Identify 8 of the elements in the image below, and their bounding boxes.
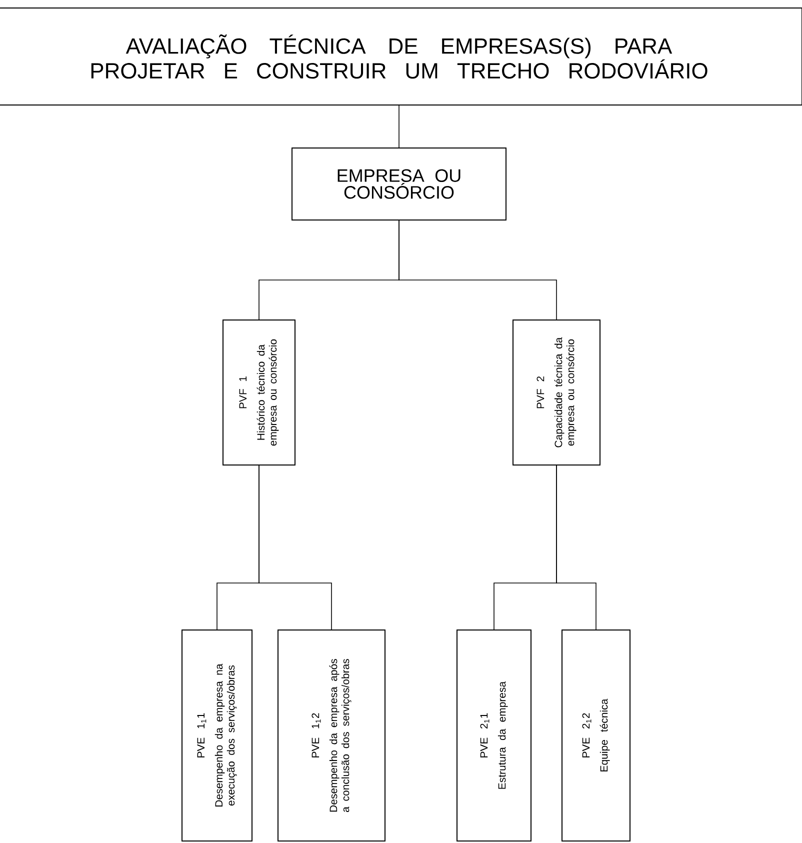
connector-line [398,105,400,148]
connector-line [556,465,596,630]
criterion-box: PVF 2 Capacidade técnica da empresa ou consórcio [512,320,600,466]
title-box: AVALIAÇÃO TÉCNICA DE EMPRESAS(S) PARA PROJETAR E CONSTRUIR UM TRECHO RODOVIÁRIO [0,8,802,106]
connector-line [398,220,557,320]
connector-line [258,465,332,630]
entity-box: EMPRESA OU CONSÓRCIO [292,148,506,220]
criterion-box: PVF 1 Histórico técnico da empresa ou consórcio [222,320,296,466]
